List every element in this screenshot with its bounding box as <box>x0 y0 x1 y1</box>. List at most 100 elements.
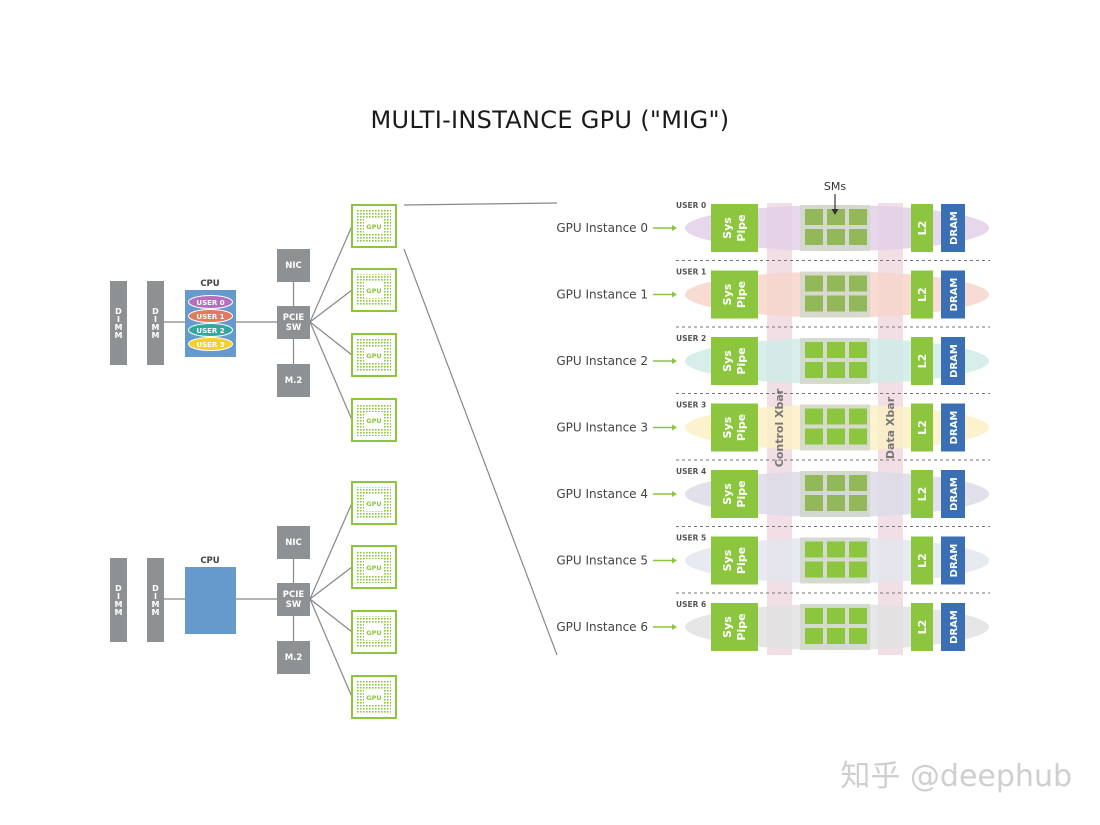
sys-pipe-label: SysPipe <box>721 547 748 574</box>
gpu-label: GPU <box>366 564 381 572</box>
instance-arrowhead <box>672 291 677 298</box>
sm-cell <box>805 275 823 292</box>
instance-label: GPU Instance 5 <box>556 554 648 568</box>
pcie-gpu-link <box>309 225 353 323</box>
l2-label: L2 <box>916 553 929 568</box>
gpu-label: GPU <box>366 694 381 702</box>
l2-block <box>911 270 933 319</box>
connection-lines <box>403 202 558 656</box>
cpu-user-label: USER 2 <box>196 327 224 335</box>
gpu-chip-core <box>364 218 384 234</box>
sm-cell <box>805 362 823 378</box>
sys-pipe-block <box>711 536 758 585</box>
sm-cell <box>827 628 845 644</box>
gpu-chip-core <box>364 495 384 511</box>
pcie-gpu-link <box>309 289 353 323</box>
instance-user-label: USER 6 <box>676 600 706 609</box>
gpu-chip: GPU <box>351 398 397 442</box>
sm-cell <box>849 428 867 445</box>
instance-label: GPU Instance 6 <box>556 620 648 634</box>
pcie-gpu-link <box>309 321 353 356</box>
l2-block <box>911 204 933 252</box>
gpu-label: GPU <box>366 417 381 425</box>
pcie-switch-box <box>277 306 310 339</box>
cpu-label: CPU <box>200 279 219 289</box>
gpu-chip: GPU <box>351 610 397 654</box>
dram-block <box>941 470 965 518</box>
sm-cell <box>805 475 823 491</box>
sm-cell <box>805 495 823 511</box>
sm-cell <box>849 209 867 225</box>
gpu-chip-core <box>364 282 384 298</box>
sm-cell <box>805 229 823 245</box>
instance-arrowhead <box>672 225 677 231</box>
m2-label: M.2 <box>285 376 303 386</box>
dimm-module <box>110 558 127 642</box>
gpu-instance-row: GPU Instance 6 USER 6 SysPipe L2 DRAM <box>556 600 989 651</box>
instance-user-label: USER 1 <box>676 268 706 277</box>
sys-pipe-label: SysPipe <box>721 281 748 308</box>
gpu-chip-core <box>364 559 384 575</box>
sm-cell <box>849 495 867 511</box>
pcie-label: PCIE <box>283 590 305 600</box>
gpu-chip-core <box>364 624 384 640</box>
cpu-label: CPU <box>200 556 219 566</box>
gpu-label: GPU <box>366 223 381 231</box>
sm-cell <box>849 628 867 644</box>
sys-pipe-label: SysPipe <box>721 214 748 241</box>
dram-block <box>941 603 965 651</box>
l2-label: L2 <box>916 487 929 502</box>
sm-cell <box>827 295 845 312</box>
l2-block <box>911 470 933 518</box>
sys-pipe-block <box>711 337 758 385</box>
sm-cell <box>849 541 867 558</box>
cpu-user-label: USER 3 <box>196 341 224 349</box>
l2-label: L2 <box>916 287 929 302</box>
instance-user-label: USER 0 <box>676 201 706 210</box>
gpu-label: GPU <box>366 287 381 295</box>
sys-pipe-label: SysPipe <box>721 613 748 640</box>
sys-pipe-block <box>711 204 758 252</box>
sm-cell <box>849 408 867 425</box>
sm-cell <box>827 229 845 245</box>
gpu-label: GPU <box>366 629 381 637</box>
gpu-chip: GPU <box>351 204 397 248</box>
instance-label: GPU Instance 0 <box>556 221 648 235</box>
instance-arrowhead <box>672 424 677 431</box>
sm-cell <box>805 608 823 624</box>
sm-cell <box>849 229 867 245</box>
gpu-chip-core <box>364 689 384 705</box>
sm-cell <box>827 608 845 624</box>
l2-label: L2 <box>916 221 929 236</box>
sm-cell <box>849 362 867 378</box>
pcie-gpu-link <box>309 502 353 600</box>
nic-label: NIC <box>285 538 302 548</box>
pcie-gpu-link <box>309 321 353 421</box>
sm-cell <box>805 561 823 578</box>
cpu-user-pill <box>188 295 233 309</box>
dram-label: DRAM <box>949 544 960 578</box>
instance-arrowhead <box>672 358 677 364</box>
sm-cell <box>827 275 845 292</box>
sm-cell <box>827 541 845 558</box>
dram-label: DRAM <box>949 610 960 644</box>
gpu-chip-core <box>364 412 384 428</box>
gpu-chip: GPU <box>351 675 397 719</box>
sm-cell <box>827 475 845 491</box>
sys-pipe-block <box>711 470 758 518</box>
l2-label: L2 <box>916 620 929 635</box>
dram-block <box>941 270 965 319</box>
sm-cell <box>827 561 845 578</box>
dram-block <box>941 337 965 385</box>
